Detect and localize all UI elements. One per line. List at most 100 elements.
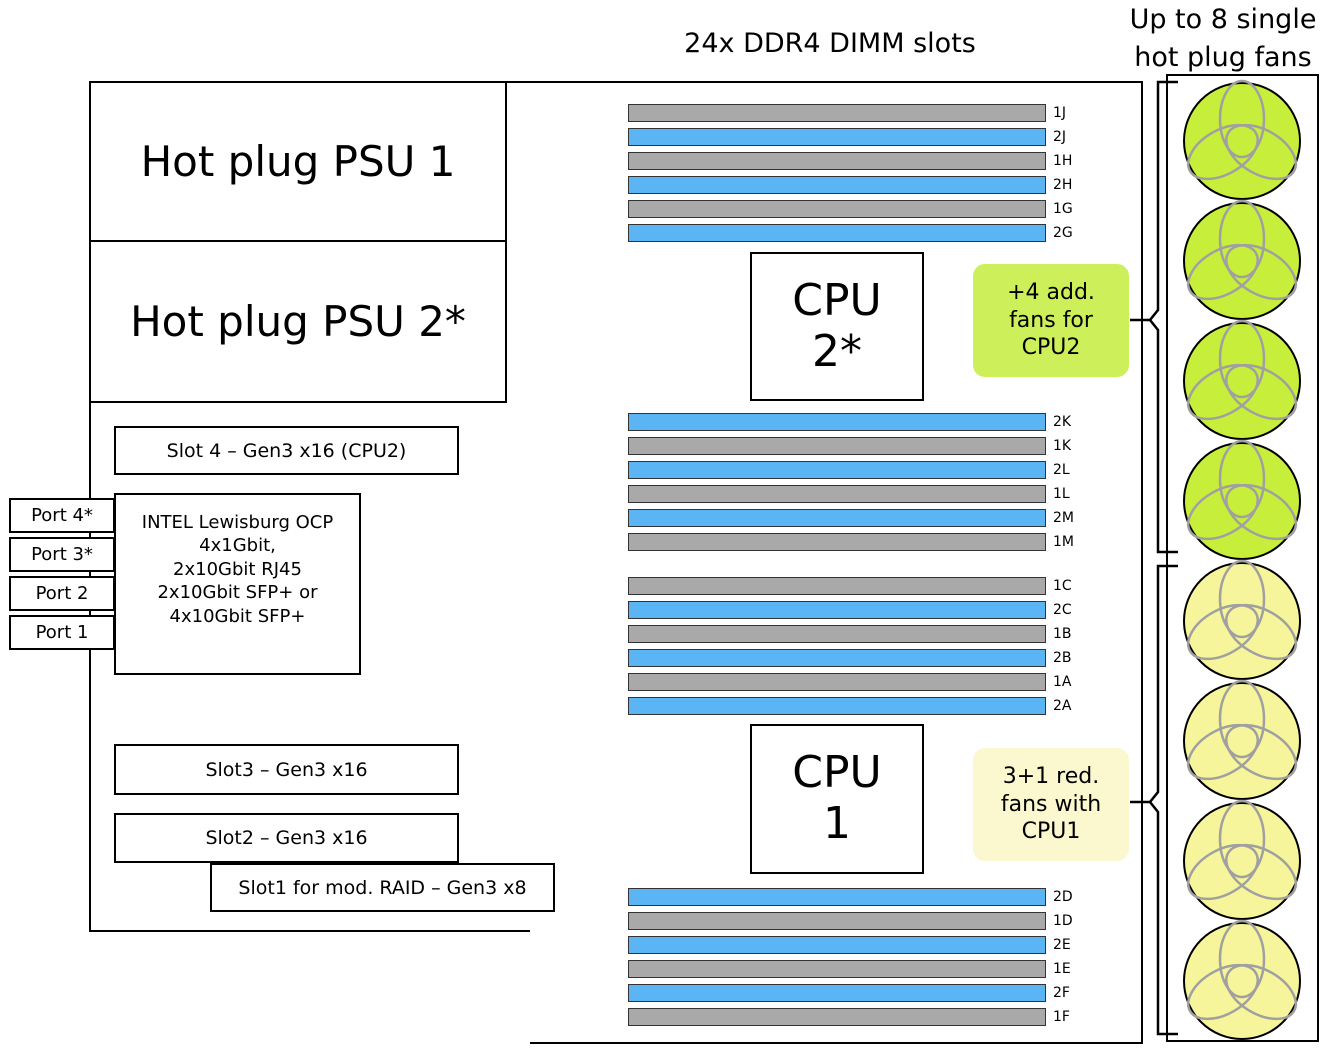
note-cpu2-fans: +4 add. fans for CPU2	[973, 264, 1129, 377]
nic-line-5: 4x10Gbit SFP+	[169, 605, 306, 627]
cpu-2: CPU 2*	[750, 252, 924, 401]
fan-icon	[1183, 679, 1301, 800]
note-cpu2-line3: CPU2	[1021, 335, 1081, 361]
dimm-label: 2M	[1053, 510, 1074, 526]
dimm-label: 2G	[1053, 225, 1073, 241]
port-4: Port 4*	[9, 498, 115, 533]
dimm-slot	[628, 936, 1046, 954]
fan-icon	[1183, 319, 1301, 440]
dimm-slot	[628, 912, 1046, 930]
cpu-2-line2: 2*	[812, 325, 862, 377]
dimm-label: 2F	[1053, 985, 1070, 1001]
dimm-label: 2K	[1053, 414, 1072, 430]
port-1-label: Port 1	[35, 622, 89, 643]
fan-icon	[1183, 79, 1301, 200]
port-3: Port 3*	[9, 537, 115, 572]
note-cpu2-line2: fans for	[1009, 307, 1093, 333]
fan-icon	[1183, 799, 1301, 920]
fans-heading-line1: Up to 8 single	[1129, 4, 1317, 35]
dimm-slot	[628, 437, 1046, 455]
slot-2-label: Slot2 – Gen3 x16	[205, 827, 368, 849]
dimm-slot	[628, 1008, 1046, 1026]
dimm-label: 1F	[1053, 1009, 1070, 1025]
dimm-slot	[628, 697, 1046, 715]
dimm-label: 1E	[1053, 961, 1071, 977]
note-cpu1-fans: 3+1 red. fans with CPU1	[973, 748, 1129, 861]
cpu-1-line2: 1	[823, 798, 851, 849]
dimm-label: 2J	[1053, 129, 1067, 145]
nic-line-1: INTEL Lewisburg OCP	[141, 512, 334, 533]
note-cpu2-line1: +4 add.	[1007, 280, 1095, 306]
dimm-slot	[628, 601, 1046, 619]
port-3-label: Port 3*	[31, 544, 93, 565]
dimm-label: 1G	[1053, 201, 1073, 217]
dimm-label: 1J	[1053, 105, 1067, 121]
dimm-slot	[628, 625, 1046, 643]
dimm-slot	[628, 176, 1046, 194]
slot-1: Slot1 for mod. RAID – Gen3 x8	[210, 863, 555, 912]
dimm-slot	[628, 152, 1046, 170]
fans-heading-line2: hot plug fans	[1134, 42, 1312, 73]
dimm-slot	[628, 104, 1046, 122]
note-cpu1-line1: 3+1 red.	[1002, 764, 1100, 790]
fan-array	[1183, 79, 1301, 1040]
dimm-label: 2C	[1053, 602, 1072, 618]
dimm-slot	[628, 984, 1046, 1002]
ocp-nic: INTEL Lewisburg OCP 4x1Gbit, 2x10Gbit RJ…	[114, 493, 361, 675]
psu-1-label: Hot plug PSU 1	[140, 137, 456, 186]
dimm-slot	[628, 413, 1046, 431]
fan-bay	[1166, 74, 1319, 1042]
slot-2: Slot2 – Gen3 x16	[114, 813, 459, 863]
cpu-2-line1: CPU	[792, 274, 882, 326]
dimm-slot	[628, 461, 1046, 479]
fan-icon	[1183, 439, 1301, 560]
slot-3: Slot3 – Gen3 x16	[114, 744, 459, 795]
dimm-label: 1M	[1053, 534, 1074, 550]
slot-4: Slot 4 – Gen3 x16 (CPU2)	[114, 426, 459, 475]
dimm-slot	[628, 533, 1046, 551]
nic-line-4: 2x10Gbit SFP+ or	[157, 582, 318, 604]
cpu-1-line1: CPU	[792, 747, 882, 799]
dimm-label: 1L	[1053, 486, 1070, 502]
port-2: Port 2	[9, 576, 115, 611]
dimm-slot	[628, 200, 1046, 218]
nic-line-3: 2x10Gbit RJ45	[173, 558, 302, 580]
dimm-label: 1C	[1053, 578, 1072, 594]
dimm-slot	[628, 888, 1046, 906]
dimm-label: 2D	[1053, 889, 1073, 905]
note-cpu1-line2: fans with	[1000, 791, 1102, 817]
port-1: Port 1	[9, 615, 115, 650]
dimm-label: 2A	[1053, 698, 1072, 714]
dimm-label: 1K	[1053, 438, 1072, 454]
dimm-label: 2E	[1053, 937, 1071, 953]
slot-4-label: Slot 4 – Gen3 x16 (CPU2)	[166, 439, 407, 462]
fan-icon	[1183, 199, 1301, 320]
slot-3-label: Slot3 – Gen3 x16	[205, 758, 368, 781]
dimm-slot	[628, 577, 1046, 595]
port-2-label: Port 2	[35, 583, 89, 604]
note-cpu1-line3: CPU1	[1021, 819, 1081, 845]
dimm-slot	[628, 649, 1046, 667]
dimm-label: 1B	[1053, 626, 1072, 642]
dimm-slot	[628, 960, 1046, 978]
psu-2: Hot plug PSU 2*	[89, 240, 507, 403]
psu-2-label: Hot plug PSU 2*	[130, 297, 466, 346]
fan-icon	[1183, 919, 1301, 1040]
dimm-label: 2H	[1053, 177, 1073, 193]
dimm-slots-heading: 24x DDR4 DIMM slots	[684, 28, 976, 59]
dimm-label: 2B	[1053, 650, 1072, 666]
port-4-label: Port 4*	[31, 505, 93, 526]
dimm-label: 1D	[1053, 913, 1073, 929]
slot-1-label: Slot1 for mod. RAID – Gen3 x8	[238, 876, 527, 899]
dimm-slot	[628, 224, 1046, 242]
dimm-label: 2L	[1053, 462, 1070, 478]
dimm-slot	[628, 485, 1046, 503]
fan-icon	[1183, 559, 1301, 680]
dimm-slot	[628, 128, 1046, 146]
nic-line-2: 4x1Gbit,	[199, 535, 276, 557]
dimm-label: 1H	[1053, 153, 1073, 169]
cpu-1: CPU 1	[750, 724, 924, 874]
dimm-slot	[628, 673, 1046, 691]
